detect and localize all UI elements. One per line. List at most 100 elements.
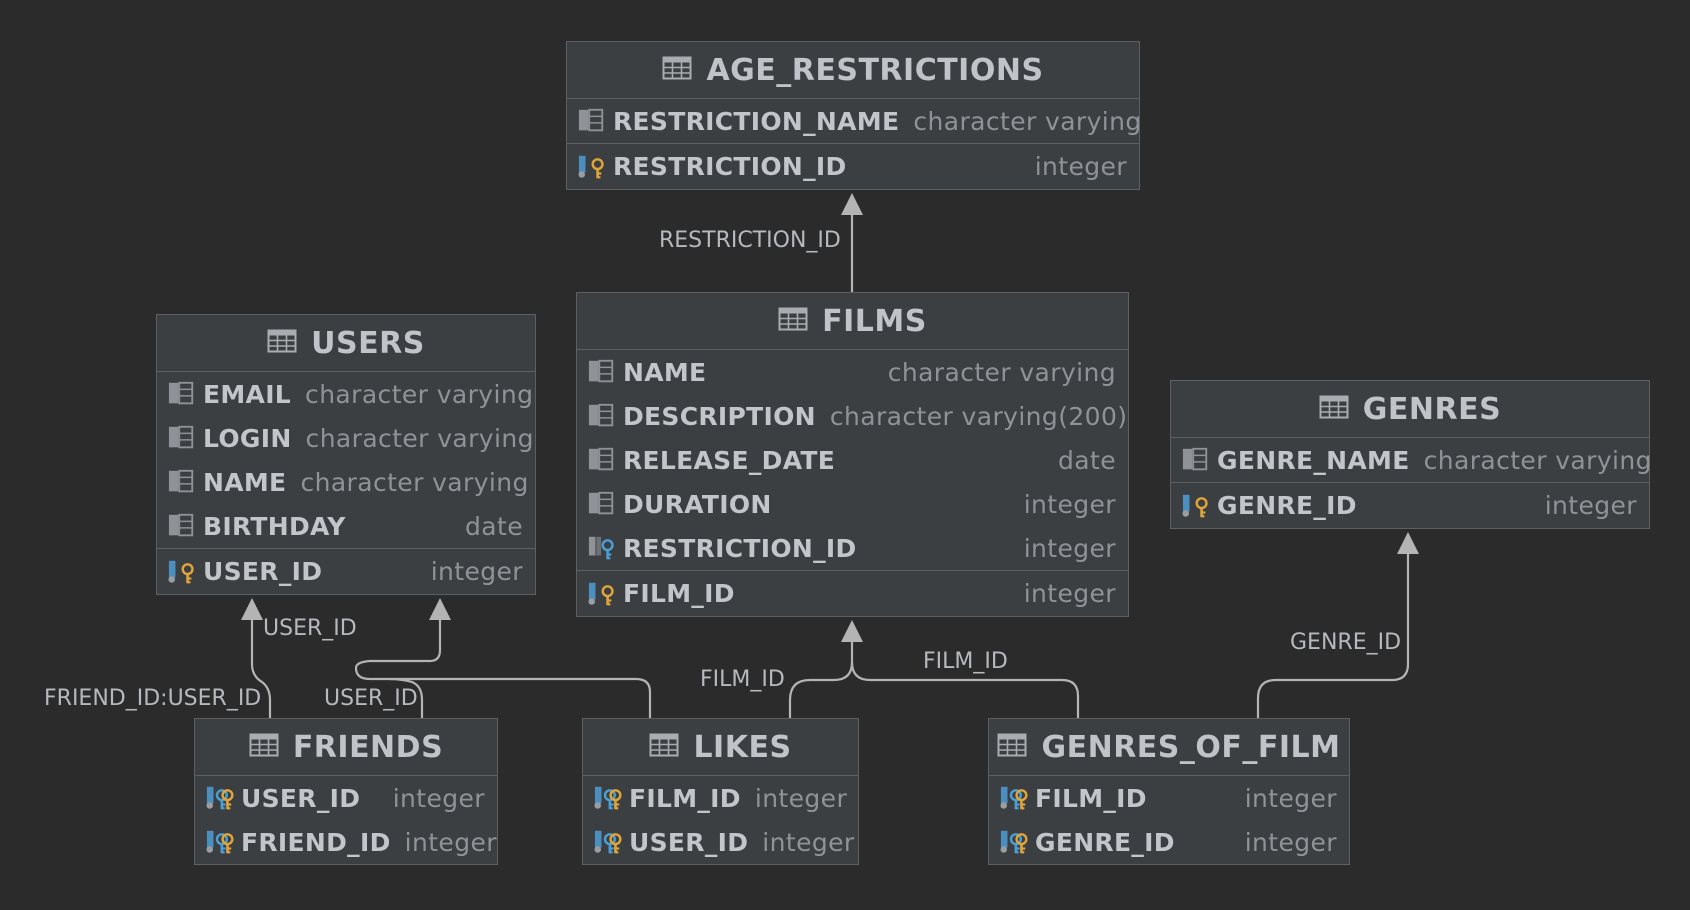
relation-label-likes-users: USER_ID [263,616,357,641]
column-name: FILM_ID [629,783,741,813]
column-name: LOGIN [203,423,292,453]
table-title: FILMS [822,303,927,339]
primary-foreign-key-icon [205,784,241,812]
column-type: character varying [887,357,1116,387]
column-type: integer [1244,783,1337,813]
relation-label-gof-films: FILM_ID [923,649,1008,674]
relation-label-friends-friend: FRIEND_ID:USER_ID [44,686,262,711]
column-icon [167,468,203,496]
column-type: integer [762,827,855,857]
table-title: LIKES [693,729,792,765]
column-icon [587,446,623,474]
edge-friends-users-friend [250,618,272,718]
column-type: character varying [913,106,1142,136]
column-type: integer [1023,533,1116,563]
column-row[interactable]: USER_ID integer [583,820,858,864]
column-type: character varying [305,379,534,409]
table-title: AGE_RESTRICTIONS [706,52,1044,88]
arrowhead-users-friend [241,598,263,620]
column-row[interactable]: RESTRICTION_NAME character varying [567,99,1142,143]
column-type: integer [1244,827,1337,857]
column-row[interactable]: RESTRICTION_ID integer [567,143,1139,189]
column-name: FRIEND_ID [241,827,391,857]
column-icon [577,107,613,135]
column-row[interactable]: GENRE_ID integer [989,820,1349,864]
table-icon [267,326,297,361]
column-name: FILM_ID [623,579,735,608]
table-header[interactable]: GENRES [1171,381,1649,438]
column-type: integer [1034,152,1127,181]
table-title: FRIENDS [292,729,444,765]
column-icon [167,424,203,452]
table-icon [1319,392,1349,427]
arrowhead-age [841,193,863,215]
relation-label-likes-films: FILM_ID [700,667,785,692]
edge-friends-users-user [354,618,442,718]
column-name: DESCRIPTION [623,401,816,431]
primary-foreign-key-icon [593,828,629,856]
column-row[interactable]: NAME character varying [157,460,535,504]
table-icon [249,730,279,765]
table-age-restrictions[interactable]: AGE_RESTRICTIONS RESTRICTION_NAME characte… [566,41,1142,190]
edge-gof-genres [1256,552,1410,718]
column-name: FILM_ID [1035,783,1147,813]
primary-foreign-key-icon [593,784,629,812]
table-header[interactable]: USERS [157,315,535,372]
table-header[interactable]: AGE_RESTRICTIONS [567,42,1139,99]
relation-label-friends-user: USER_ID [324,686,418,711]
primary-key-icon [577,153,613,181]
column-name: USER_ID [629,827,749,857]
edge-likes-films [788,640,854,718]
column-type: integer [430,557,523,586]
primary-key-icon [587,580,623,608]
edge-likes-users [390,677,652,718]
primary-foreign-key-icon [999,784,1035,812]
column-name: GENRE_ID [1217,491,1357,520]
column-row[interactable]: DESCRIPTION character varying(200) [577,394,1128,438]
column-name: RESTRICTION_ID [613,152,847,181]
relation-label-gof-genres: GENRE_ID [1290,630,1402,655]
column-name: GENRE_ID [1035,827,1175,857]
column-type: date [465,511,523,541]
column-type: date [1058,445,1116,475]
column-name: DURATION [623,489,772,519]
table-header[interactable]: FRIENDS [195,719,497,776]
column-icon [587,490,623,518]
table-header[interactable]: GENRES_OF_FILM [989,719,1349,776]
column-type: character varying(200) [829,401,1128,431]
column-name: GENRE_NAME [1217,445,1410,475]
arrowhead-users-user [429,598,451,620]
table-header[interactable]: FILMS [577,293,1128,350]
table-icon [778,304,808,339]
column-type: character varying [300,467,529,497]
column-name: NAME [203,467,287,497]
column-icon [587,358,623,386]
column-row[interactable]: FILM_ID integer [989,776,1349,820]
column-type: integer [1023,489,1116,519]
foreign-key-icon [587,534,623,562]
column-name: USER_ID [241,783,361,813]
column-name: RESTRICTION_NAME [613,106,900,136]
column-row[interactable]: DURATION integer [577,482,1128,526]
table-header[interactable]: LIKES [583,719,858,776]
